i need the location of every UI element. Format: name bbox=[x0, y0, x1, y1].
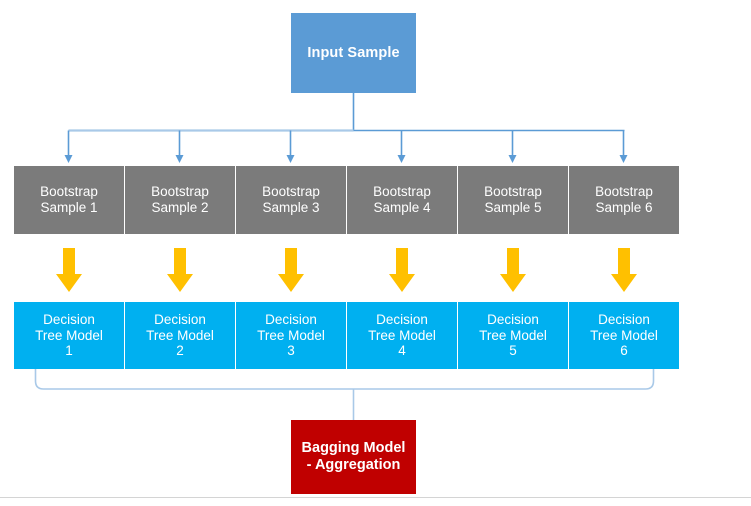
node-bootstrap-sample-4[interactable]: Bootstrap Sample 4 bbox=[347, 166, 457, 234]
node-decision-tree-model-1[interactable]: Decision Tree Model 1 bbox=[14, 302, 124, 369]
down-arrow-icon-2 bbox=[167, 248, 193, 292]
down-arrow-icon-3 bbox=[278, 248, 304, 292]
down-arrow-icon-4 bbox=[389, 248, 415, 292]
bus-drop-6 bbox=[619, 130, 628, 163]
down-arrow-icon-1 bbox=[56, 248, 82, 292]
node-decision-tree-model-5[interactable]: Decision Tree Model 5 bbox=[458, 302, 568, 369]
bottom-divider bbox=[0, 497, 751, 498]
bus-drop-5 bbox=[508, 130, 517, 163]
down-arrow-icon-5 bbox=[500, 248, 526, 292]
bus-drop-1 bbox=[64, 130, 73, 163]
node-bootstrap-sample-3[interactable]: Bootstrap Sample 3 bbox=[236, 166, 346, 234]
aggregation-bracket bbox=[34, 369, 655, 390]
node-bootstrap-sample-6[interactable]: Bootstrap Sample 6 bbox=[569, 166, 679, 234]
down-arrow-icon-6 bbox=[611, 248, 637, 292]
node-input-sample[interactable]: Input Sample bbox=[291, 13, 416, 93]
bus-drop-2 bbox=[175, 130, 184, 163]
node-bootstrap-sample-5[interactable]: Bootstrap Sample 5 bbox=[458, 166, 568, 234]
node-decision-tree-model-2[interactable]: Decision Tree Model 2 bbox=[125, 302, 235, 369]
node-decision-tree-model-3[interactable]: Decision Tree Model 3 bbox=[236, 302, 346, 369]
node-decision-tree-model-4[interactable]: Decision Tree Model 4 bbox=[347, 302, 457, 369]
node-bootstrap-sample-1[interactable]: Bootstrap Sample 1 bbox=[14, 166, 124, 234]
node-decision-tree-model-6[interactable]: Decision Tree Model 6 bbox=[569, 302, 679, 369]
bus-drop-3 bbox=[286, 130, 295, 163]
node-bootstrap-sample-2[interactable]: Bootstrap Sample 2 bbox=[125, 166, 235, 234]
node-bagging-model-aggregation[interactable]: Bagging Model - Aggregation bbox=[291, 420, 416, 494]
bus-drop-4 bbox=[397, 130, 406, 163]
